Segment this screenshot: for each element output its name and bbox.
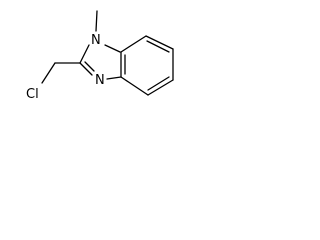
bond-c7-c6 [145,35,174,50]
bond-n1-methyl [95,10,98,32]
bond-c2-n3 [79,62,93,76]
bond-ch2-cl [41,62,56,84]
bond-c4-c3a [120,76,149,96]
bond-c5-c4 [147,79,174,96]
atom-label-n3: N [95,73,105,88]
bond-c2-n3-inner [84,61,95,72]
bond-n1-c2 [79,44,90,64]
atom-label-cl: Cl [26,87,39,102]
bond-c5-c4-inner [147,76,170,91]
bond-c7a-c7 [120,35,147,53]
structure-diagram: N N Cl [26,10,174,102]
bond-c7-c6-inner [146,40,170,53]
bond-n1-c7a [104,44,121,53]
atom-label-n1: N [91,33,101,48]
bond-n3-c3a [106,76,122,80]
bonds [41,10,174,96]
